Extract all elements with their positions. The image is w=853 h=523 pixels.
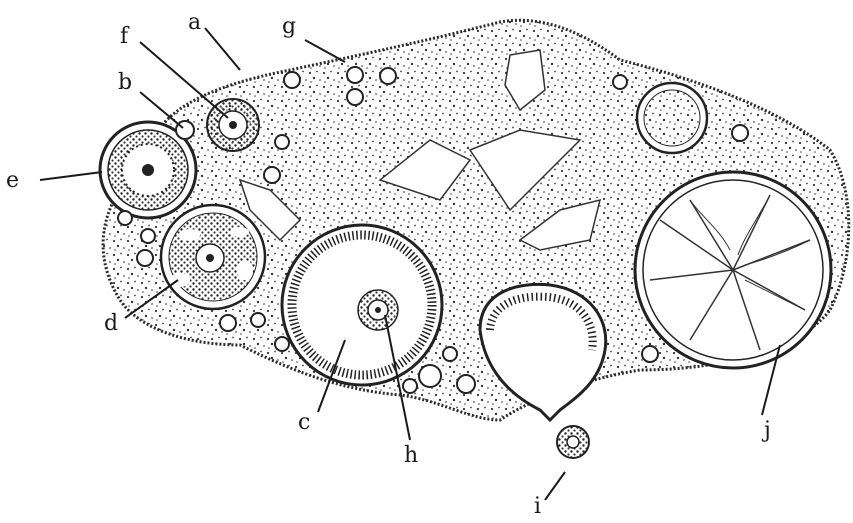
label-a: a	[188, 12, 201, 34]
label-b: b	[118, 72, 132, 94]
label-e: e	[6, 170, 19, 192]
label-f: f	[120, 26, 128, 48]
label-g: g	[282, 16, 296, 38]
label-j: j	[764, 420, 771, 442]
label-i: i	[534, 496, 541, 518]
label-d: d	[104, 313, 118, 335]
label-c: c	[298, 412, 310, 434]
label-h: h	[404, 445, 418, 467]
